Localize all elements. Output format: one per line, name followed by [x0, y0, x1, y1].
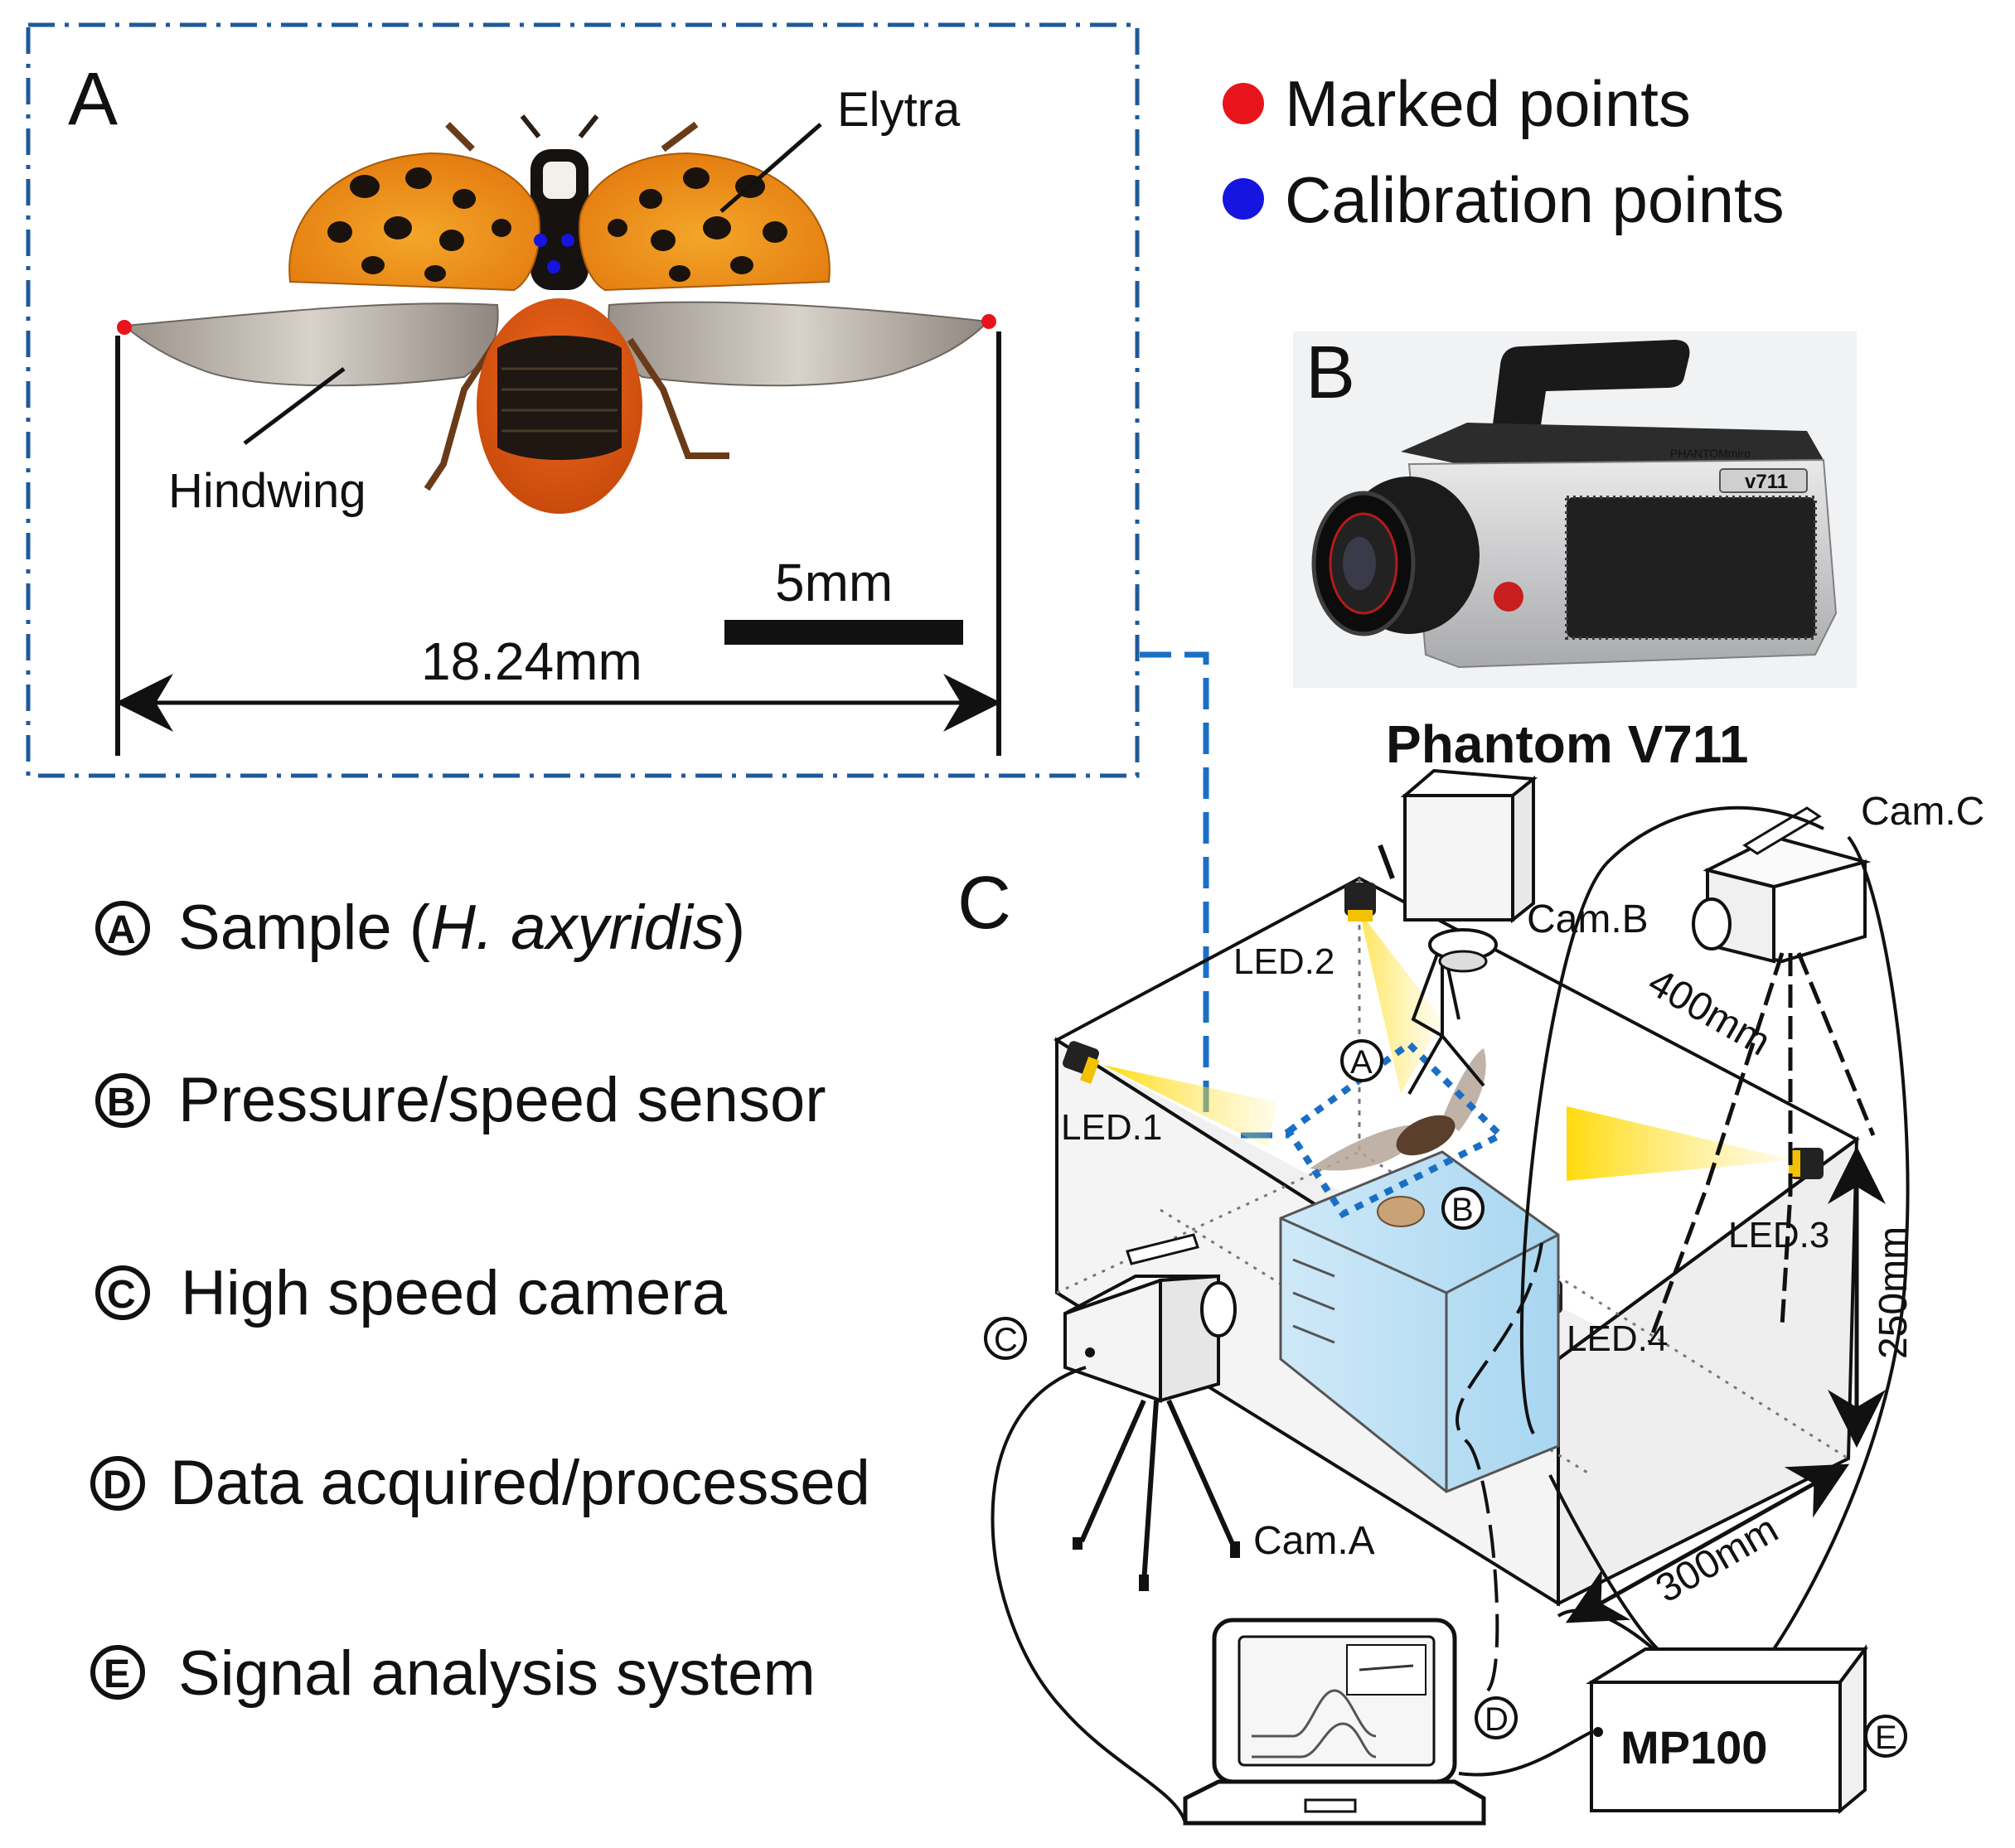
svg-text:E: E	[104, 1652, 130, 1696]
scale-bar	[724, 620, 963, 645]
led2-label: LED.2	[1233, 941, 1334, 982]
cam-c-label: Cam.C	[1861, 790, 1984, 834]
mp100-label: MP100	[1620, 1721, 1767, 1773]
camera-brand-text: PHANTOMmiro	[1670, 447, 1751, 460]
sensor-desk	[1279, 1150, 1560, 1493]
phantom-camera-photo: v711 PHANTOMmiro	[1311, 340, 1838, 669]
led1-label: LED.1	[1061, 1107, 1162, 1148]
key-list: A Sample (H. axyridis) B Pressure/speed …	[90, 893, 870, 1709]
pressure-sensor	[1377, 1196, 1425, 1227]
camera-a	[1063, 1233, 1240, 1591]
led3-label: LED.3	[1728, 1215, 1829, 1255]
svg-text:B: B	[107, 1081, 136, 1125]
right-elytron	[579, 152, 831, 292]
legend-marked-swatch	[1223, 83, 1264, 124]
svg-text:High speed camera: High speed camera	[181, 1258, 728, 1328]
legend-marked-label: Marked points	[1285, 67, 1691, 140]
cam-b-label: Cam.B	[1527, 897, 1649, 941]
hindwing-label: Hindwing	[168, 464, 366, 518]
left-hindwing	[122, 302, 499, 387]
computer-monitor	[1183, 1618, 1486, 1826]
legend: Marked points Calibration points	[1223, 67, 1785, 236]
camera-caption: Phantom V711	[1386, 714, 1749, 774]
svg-text:Data acquired/processed: Data acquired/processed	[170, 1448, 870, 1518]
cam-a-label: Cam.A	[1253, 1519, 1375, 1563]
svg-text:D: D	[103, 1463, 132, 1507]
svg-text:Signal analysis system: Signal analysis system	[178, 1638, 816, 1709]
panel-c: C LED.1 LED.2 LED.3 LED.4	[957, 651, 1984, 1826]
key-item-d: D Data acquired/processed	[90, 1448, 870, 1518]
svg-text:A: A	[107, 908, 136, 952]
legend-calibration-label: Calibration points	[1285, 163, 1785, 236]
span-label: 18.24mm	[421, 631, 642, 691]
panel-a: A	[26, 22, 1140, 778]
led-1	[1063, 1041, 1100, 1085]
key-item-a: A Sample (H. axyridis)	[95, 893, 745, 963]
marker-b: B	[1441, 1187, 1485, 1230]
led-3	[1789, 1148, 1824, 1179]
camera-badge-text: v711	[1745, 471, 1788, 493]
panel-a-frame	[26, 22, 1140, 778]
led-2	[1344, 883, 1376, 922]
scale-label: 5mm	[775, 553, 893, 612]
legend-calibration-swatch	[1223, 178, 1264, 220]
ladybird-beetle-image	[117, 114, 996, 514]
key-item-e: E Signal analysis system	[90, 1638, 816, 1709]
panel-b: B v711 PHANTOMmiro Phantom V711	[1293, 331, 1857, 774]
calibration-point	[534, 234, 547, 247]
camera-b	[1378, 768, 1538, 1095]
led4-label: LED.4	[1567, 1318, 1668, 1359]
calibration-point	[547, 260, 560, 273]
panel-b-letter: B	[1305, 331, 1355, 414]
marker-c: C	[984, 1317, 1027, 1360]
mp100-unit: MP100	[1585, 1644, 1868, 1815]
marker-a: A	[1340, 1039, 1383, 1082]
svg-text:B: B	[1451, 1192, 1474, 1228]
svg-text:E: E	[1875, 1720, 1897, 1756]
key-item-b: B Pressure/speed sensor	[95, 1065, 826, 1135]
marker-d: D	[1475, 1696, 1518, 1739]
svg-text:C: C	[107, 1273, 136, 1317]
svg-text:D: D	[1485, 1701, 1509, 1738]
calibration-point	[561, 234, 574, 247]
flying-beetle	[1310, 1048, 1486, 1171]
camera-badge	[1719, 468, 1808, 493]
svg-text:A: A	[1350, 1044, 1373, 1081]
panel-c-letter: C	[957, 862, 1011, 945]
marked-point-left-wingtip	[117, 320, 132, 335]
height-dim-label: 250mm	[1872, 1226, 1916, 1359]
panel-a-letter: A	[68, 58, 118, 141]
zoom-connector	[1140, 651, 1289, 1139]
elytra-label: Elytra	[837, 83, 961, 137]
depth-dim-label: 400mm	[1641, 960, 1778, 1065]
svg-text:C: C	[994, 1322, 1018, 1358]
marker-e: E	[1864, 1715, 1907, 1758]
camera-c	[1647, 806, 1876, 1343]
marked-point-right-wingtip	[981, 314, 996, 329]
svg-text:Pressure/speed sensor: Pressure/speed sensor	[178, 1065, 826, 1135]
svg-text:Sample (H. axyridis): Sample (H. axyridis)	[178, 893, 745, 963]
right-hindwing	[608, 301, 991, 387]
key-item-c: C High speed camera	[95, 1258, 728, 1328]
